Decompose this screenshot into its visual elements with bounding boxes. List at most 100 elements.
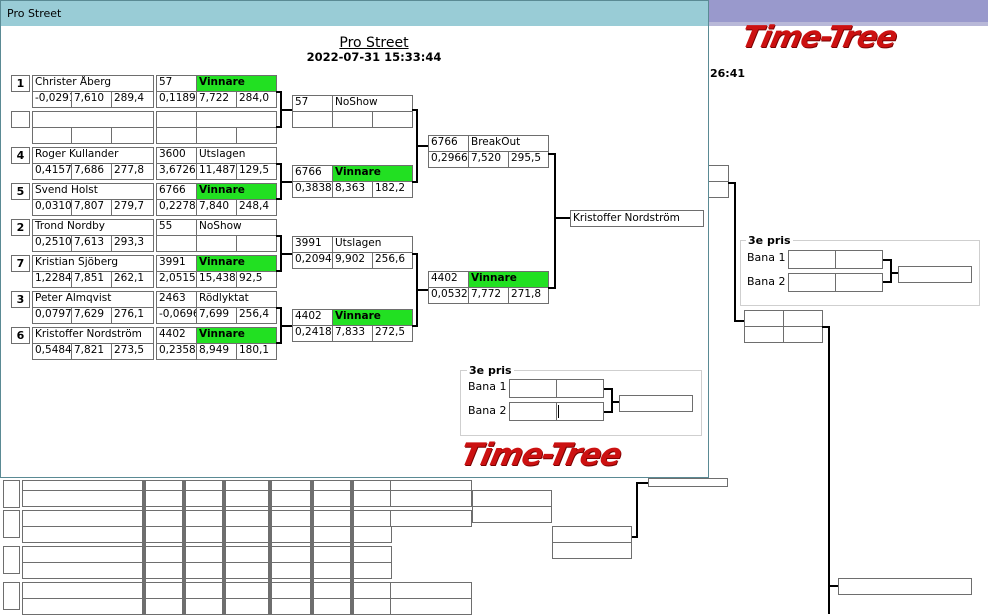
race-number-cell: 57 (156, 75, 197, 92)
race-number-cell: 57 (292, 95, 333, 112)
seed-number: 3 (11, 291, 30, 308)
reaction-time-cell: 0,2966 (428, 151, 469, 168)
window-title: Pro Street (7, 7, 62, 20)
race-number-cell: 3991 (156, 255, 197, 272)
lane1-cell-b[interactable] (556, 379, 604, 398)
result-cell: Vinnare (196, 255, 277, 272)
event-timestamp: 2022-07-31 15:33:44 (306, 50, 442, 64)
race-number-cell: 6766 (156, 183, 197, 200)
elapsed-time-cell: 11,487 (196, 163, 237, 180)
result-cell: Utslagen (332, 236, 413, 253)
seed-number: 4 (11, 147, 30, 164)
race-number-cell: 4402 (156, 327, 197, 344)
lane1-cell-a[interactable] (509, 379, 557, 398)
reaction-time-cell (292, 111, 333, 128)
result-cell: Vinnare (196, 327, 277, 344)
elapsed-time-cell: 7,629 (71, 307, 112, 324)
elapsed-time-cell: 8,949 (196, 343, 237, 360)
lane2-cell-b[interactable] (556, 402, 604, 421)
background-lower-grid (0, 478, 728, 615)
reaction-time-cell: 0,0532 (428, 287, 469, 304)
reaction-time-cell: 2,0515 (156, 271, 197, 288)
elapsed-time-cell: 7,807 (71, 199, 112, 216)
driver-name-cell: Peter Almqvist (32, 291, 154, 308)
reaction-time-cell: 0,2278 (156, 199, 197, 216)
elapsed-time-cell: 7,686 (71, 163, 112, 180)
third-prize-box (460, 370, 702, 436)
elapsed-time-cell: 7,772 (468, 287, 509, 304)
seed-number: 5 (11, 183, 30, 200)
window-titlebar[interactable]: Pro Street (1, 1, 708, 26)
result-cell: Rödlyktat (196, 291, 277, 308)
driver-name-cell (32, 111, 154, 128)
champion-cell: Kristoffer Nordström (570, 210, 704, 227)
elapsed-time-cell: 7,840 (196, 199, 237, 216)
reaction-time-cell: 0,3838 (292, 181, 333, 198)
reaction-time-cell: 0,2358 (156, 343, 197, 360)
elapsed-time-cell (196, 127, 237, 144)
speed-cell: 273,5 (111, 343, 154, 360)
elapsed-time-cell: 7,722 (196, 91, 237, 108)
reaction-time-cell: 3,6726 (156, 163, 197, 180)
result-cell: Vinnare (468, 271, 549, 288)
seed-number (11, 111, 30, 128)
event-title: Pro Street (339, 35, 409, 51)
race-number-cell (156, 111, 197, 128)
speed-cell (236, 235, 277, 252)
race-number-cell: 2463 (156, 291, 197, 308)
race-number-cell: 4402 (292, 309, 333, 326)
speed-cell: 182,2 (372, 181, 413, 198)
driver-name-cell: Roger Kullander (32, 147, 154, 164)
speed-cell: 293,3 (111, 235, 154, 252)
background-logo: Time-Tree (738, 20, 900, 55)
speed-cell: 180,1 (236, 343, 277, 360)
background-lane2-label: Bana 2 (747, 275, 786, 288)
elapsed-time-cell: 7,613 (71, 235, 112, 252)
reaction-time-cell: 0,0797 (32, 307, 72, 324)
result-cell: Vinnare (332, 309, 413, 326)
result-cell: NoShow (196, 219, 277, 236)
result-cell: Vinnare (196, 75, 277, 92)
driver-name-cell: Christer Åberg (32, 75, 154, 92)
background-partial-time: 26:41 (710, 67, 746, 80)
elapsed-time-cell (71, 127, 112, 144)
third-prize-lane1-label: Bana 1 (468, 380, 507, 393)
reaction-time-cell: 0,5484 (32, 343, 72, 360)
result-cell: Utslagen (196, 147, 277, 164)
elapsed-time-cell: 7,610 (71, 91, 112, 108)
driver-name-cell: Kristian Sjöberg (32, 255, 154, 272)
lane2-cell-a[interactable] (509, 402, 557, 421)
third-prize-heading: 3e pris (467, 364, 514, 377)
speed-cell (372, 111, 413, 128)
reaction-time-cell: 0,1189 (156, 91, 197, 108)
elapsed-time-cell: 7,520 (468, 151, 509, 168)
driver-name-cell: Trond Nordby (32, 219, 154, 236)
elapsed-time-cell: 7,821 (71, 343, 112, 360)
reaction-time-cell (156, 235, 197, 252)
background-third-prize-heading: 3e pris (746, 234, 793, 247)
third-prize-lane2-label: Bana 2 (468, 404, 507, 417)
elapsed-time-cell: 7,851 (71, 271, 112, 288)
speed-cell: 256,4 (236, 307, 277, 324)
speed-cell: 271,8 (508, 287, 549, 304)
speed-cell: 289,4 (111, 91, 154, 108)
reaction-time-cell: 0,2418 (292, 325, 333, 342)
speed-cell: 276,1 (111, 307, 154, 324)
speed-cell: 92,5 (236, 271, 277, 288)
pro-street-window: Pro Street Pro Street 2022-07-31 15:33:4… (0, 0, 709, 478)
race-number-cell: 6766 (292, 165, 333, 182)
race-number-cell: 3600 (156, 147, 197, 164)
race-number-cell: 55 (156, 219, 197, 236)
elapsed-time-cell: 9,902 (332, 252, 373, 269)
reaction-time-cell: 0,2094 (292, 252, 333, 269)
reaction-time-cell: -0,0291 (32, 91, 72, 108)
reaction-time-cell (156, 127, 197, 144)
speed-cell: 256,6 (372, 252, 413, 269)
result-cell: NoShow (332, 95, 413, 112)
result-cell: BreakOut (468, 135, 549, 152)
elapsed-time-cell (196, 235, 237, 252)
reaction-time-cell (32, 127, 72, 144)
race-number-cell: 3991 (292, 236, 333, 253)
seed-number: 1 (11, 75, 30, 92)
speed-cell: 295,5 (508, 151, 549, 168)
